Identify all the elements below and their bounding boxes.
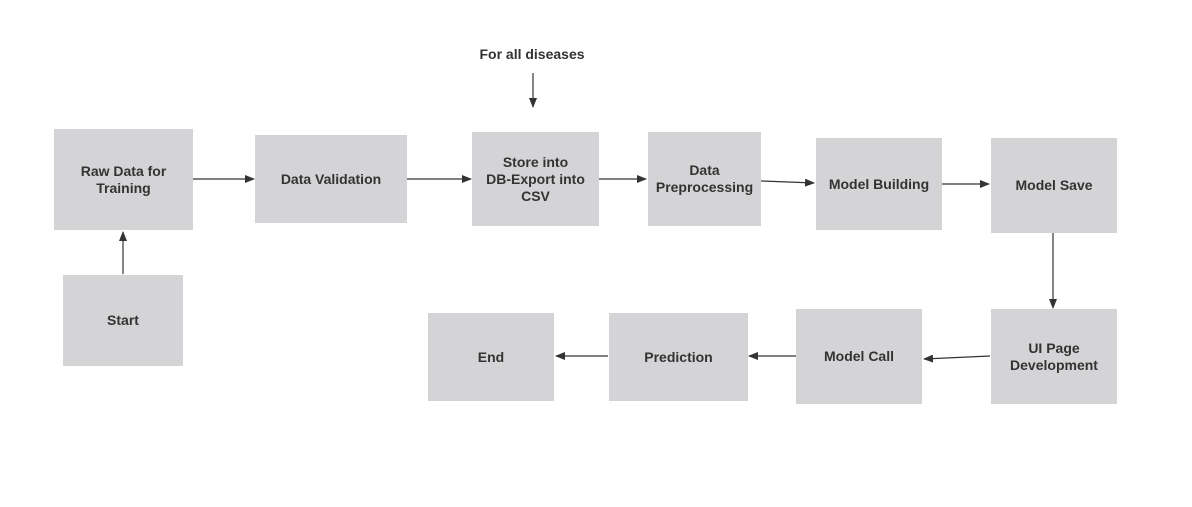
node-store-db-label: Store into DB-Export into CSV [486, 153, 585, 204]
node-model-call: Model Call [796, 309, 922, 404]
node-model-building-label: Model Building [828, 175, 930, 192]
node-data-validation-label: Data Validation [280, 170, 382, 187]
node-end: End [428, 313, 554, 401]
node-model-save-label: Model Save [1015, 177, 1093, 193]
node-raw-data: Raw Data for Training [54, 129, 193, 230]
node-ui-page-label: UI Page Development [1010, 339, 1098, 373]
node-prediction: Prediction [609, 313, 748, 401]
node-ui-page: UI Page Development [991, 309, 1117, 404]
node-model-building: Model Building [816, 138, 942, 230]
arrow-ui-to-modelcall [923, 354, 991, 363]
node-raw-data-label: Raw Data for Training [80, 162, 167, 196]
note-label: For all diseases [479, 46, 585, 62]
node-data-validation: Data Validation [255, 135, 407, 223]
node-model-save: Model Save [991, 138, 1117, 233]
node-start: Start [63, 275, 183, 366]
node-prediction-label: Prediction [644, 348, 713, 365]
node-model-call-label: Model Call [823, 348, 894, 364]
node-start-label: Start [107, 312, 139, 328]
node-data-preprocessing: Data Preprocessing [648, 132, 761, 226]
node-data-preprocessing-label: Data Preprocessing [655, 162, 754, 195]
node-store-db: Store into DB-Export into CSV [472, 132, 599, 226]
arrow-preprocessing-to-building [760, 178, 815, 187]
node-end-label: End [477, 348, 505, 365]
